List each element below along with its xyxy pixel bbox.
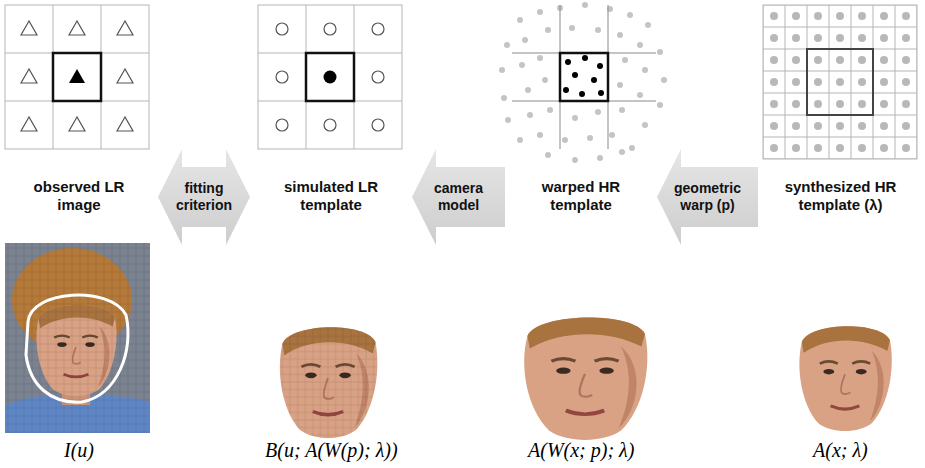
stage-node: warped HR templateA(W(x; p); λ): [505, 0, 657, 468]
block-arrow: [657, 149, 758, 245]
hr-face: [799, 326, 891, 431]
arrow-label: geometric warp (p): [663, 180, 752, 214]
stage-node: observed LR imageI(u): [0, 0, 158, 468]
stage-label: simulated LR template: [267, 178, 395, 214]
stage-label: warped HR template: [517, 178, 645, 214]
stage-formula: B(u; A(W(p); λ)): [265, 438, 398, 462]
stage-formula: A(W(x; p); λ): [528, 438, 634, 462]
stage-formula: A(x; λ): [813, 438, 868, 462]
arrow-label: camera model: [418, 180, 499, 214]
lr-grid-triangles: [5, 5, 149, 149]
warped-face: [524, 318, 647, 440]
warped-grid: [499, 2, 667, 163]
hr-grid: [763, 5, 917, 159]
block-arrow: [412, 149, 505, 245]
stage-node: simulated LR templateB(u; A(W(p); λ)): [250, 0, 412, 468]
stage-label: observed LR image: [15, 178, 143, 214]
stage-formula: I(u): [64, 438, 94, 462]
stage-node: synthesized HR template (λ) A(x; λ): [758, 0, 923, 468]
arrow-label: fitting criterion: [164, 180, 244, 214]
stage-label: synthesized HR template (λ): [777, 178, 905, 214]
block-arrow: [158, 149, 250, 245]
lr-face: [280, 327, 378, 438]
lr-photo: [5, 243, 150, 433]
lr-grid-circles: [258, 5, 402, 149]
